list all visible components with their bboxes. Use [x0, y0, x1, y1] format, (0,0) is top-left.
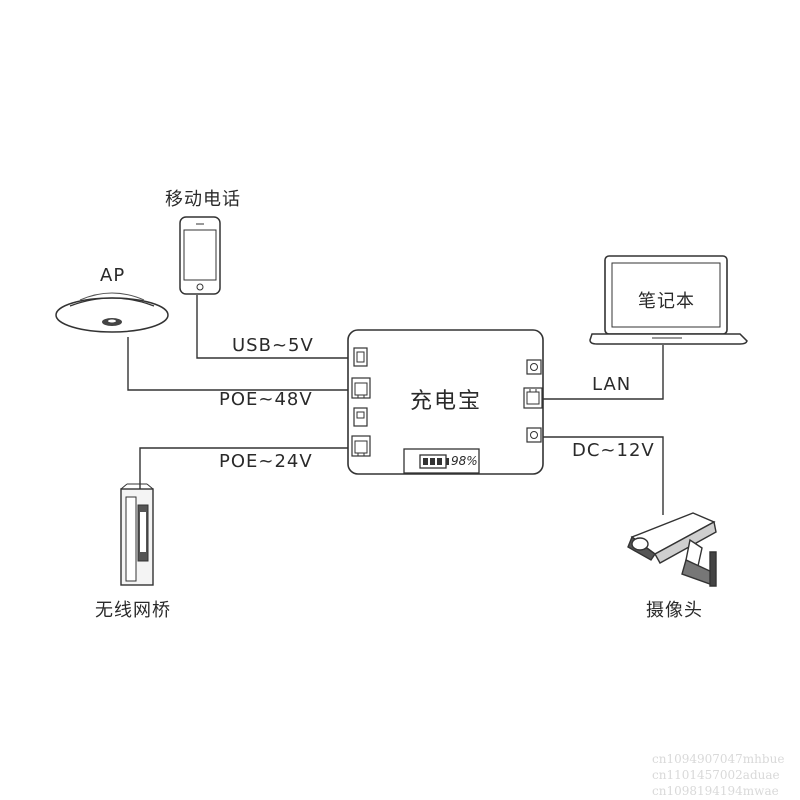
poe24-label: POE~24V — [219, 451, 313, 472]
usb-port — [353, 347, 368, 367]
dc-in-port — [526, 359, 542, 375]
camera-label: 摄像头 — [646, 600, 703, 621]
dc-out-port — [526, 427, 542, 443]
poe48-label: POE~48V — [219, 389, 313, 410]
bridge-label: 无线网桥 — [95, 600, 171, 621]
watermark-line-2: cn1101457002aduae — [652, 768, 780, 782]
hub-title: 充电宝 — [410, 389, 483, 414]
switch — [353, 407, 368, 427]
watermark-line-1: cn1094907047mhbue — [652, 752, 785, 766]
lan-label: LAN — [592, 374, 632, 395]
poe24-line — [139, 447, 352, 490]
dc-line — [543, 436, 664, 515]
laptop-icon — [589, 255, 748, 345]
camera-icon — [627, 512, 717, 587]
ap-label: AP — [100, 265, 126, 286]
phone-label: 移动电话 — [165, 189, 241, 210]
laptop-label: 笔记本 — [638, 291, 695, 312]
usb-label: USB~5V — [232, 335, 314, 356]
usb-line — [196, 295, 352, 359]
battery-percent: 98% — [451, 454, 478, 468]
watermark-line-3: cn1098194194mwae — [652, 784, 779, 798]
dc-label: DC~12V — [572, 440, 655, 461]
ap-icon — [55, 292, 169, 333]
bridge-icon — [120, 483, 154, 586]
lan-port — [523, 387, 543, 409]
phone-icon — [179, 216, 221, 295]
hub-device — [347, 329, 544, 475]
lan-line — [543, 345, 664, 400]
poe48-line — [127, 337, 352, 391]
connection-lines — [127, 295, 664, 515]
battery-icon — [419, 454, 449, 469]
